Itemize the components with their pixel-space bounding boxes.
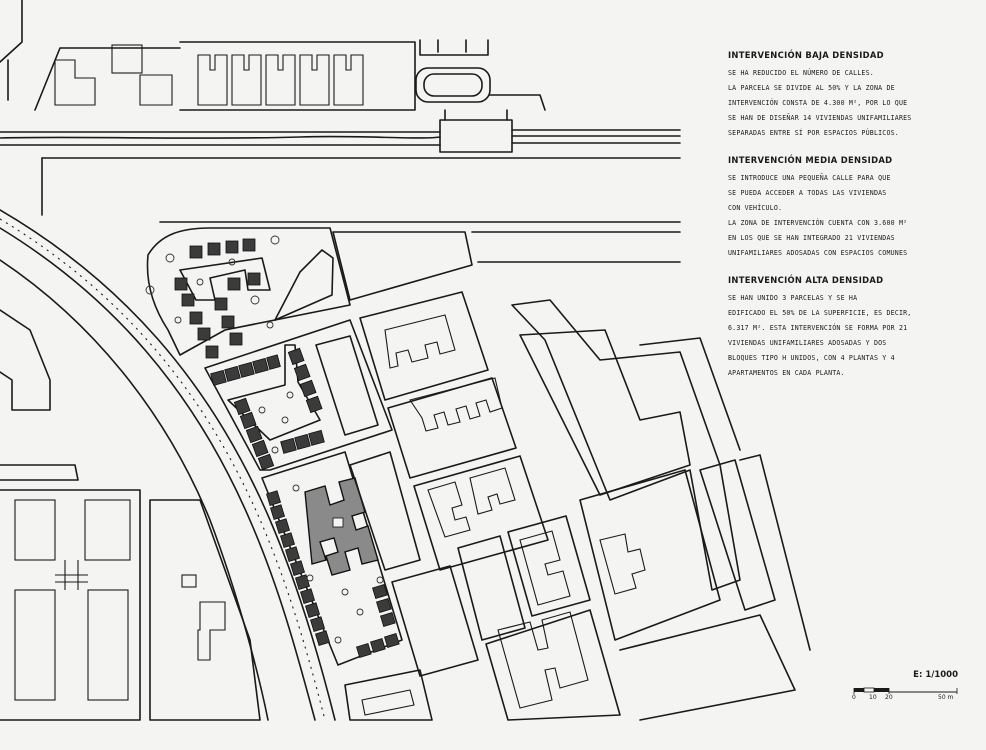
medium-density-site [204, 319, 393, 471]
note-high-density: INTERVENCIÓN ALTA DENSIDAD SE HAN UNIDO … [728, 275, 964, 381]
note-medium-density: INTERVENCIÓN MEDIA DENSIDAD SE INTRODUCE… [728, 155, 964, 261]
railway [0, 209, 336, 721]
note-line: VIVIENDAS UNIFAMILIARES ADOSADAS Y DOS [728, 339, 887, 347]
note-line: BLOQUES TIPO H UNIDOS, CON 4 PLANTAS Y 4 [728, 354, 895, 362]
road-network [0, 0, 681, 223]
note-line: EDIFICADO EL 50% DE LA SUPERFICIE, ES DE… [728, 309, 912, 317]
note-line: EN LOS QUE SE HAN INTEGRADO 21 VIVIENDAS [728, 234, 895, 242]
scale-label: E: 1/1000 [913, 670, 958, 680]
note-title: INTERVENCIÓN ALTA DENSIDAD [728, 275, 884, 285]
high-density-site [261, 451, 403, 666]
note-line: SE HA REDUCIDO EL NÚMERO DE CALLES. [728, 69, 874, 77]
note-title: INTERVENCIÓN BAJA DENSIDAD [728, 50, 884, 60]
note-line: INTERVENCIÓN CONSTA DE 4.300 m², POR LO … [728, 99, 908, 107]
scale-tick: 10 [869, 694, 877, 701]
scale-bar [853, 687, 958, 694]
design-notes-panel: INTERVENCIÓN BAJA DENSIDAD SE HA REDUCID… [728, 50, 964, 395]
note-line: LA ZONA DE INTERVENCIÓN CUENTA CON 3.600… [728, 219, 908, 227]
note-line: LA PARCELA SE DIVIDE AL 50% Y LA ZONA DE [728, 84, 895, 92]
note-title: INTERVENCIÓN MEDIA DENSIDAD [728, 155, 893, 165]
note-line: CON VEHÍCULO. [728, 204, 783, 212]
note-line: APARTAMENTOS EN CADA PLANTA. [728, 369, 845, 377]
note-low-density: INTERVENCIÓN BAJA DENSIDAD SE HA REDUCID… [728, 50, 964, 141]
city-blocks [332, 231, 811, 721]
note-line: SE HAN DE DISEÑAR 14 VIVIENDAS UNIFAMILI… [728, 114, 912, 122]
note-line: 6.317 m². ESTA INTERVENCIÓN SE FORMA POR… [728, 324, 908, 332]
canal [0, 109, 681, 153]
note-line: SEPARADAS ENTRE SÍ POR ESPACIOS PÚBLICOS… [728, 129, 899, 137]
scale-bar-legend: E: 1/1000 0 10 20 50 m [852, 670, 964, 710]
note-line: UNIFAMILIARES ADOSADAS CON ESPACIOS COMU… [728, 249, 908, 257]
note-line: SE INTRODUCE UNA PEQUEÑA CALLE PARA QUE [728, 174, 891, 182]
note-line: SE HAN UNIDO 3 PARCELAS Y SE HA [728, 294, 858, 302]
note-line: SE PUEDA ACCEDER A TODAS LAS VIVIENDAS [728, 189, 887, 197]
scale-tick: 0 [852, 694, 856, 701]
scale-tick: 20 [885, 694, 893, 701]
low-density-site [145, 227, 351, 359]
left-blocks [0, 309, 261, 721]
top-housing-block [34, 39, 546, 111]
scale-tick: 50 m [938, 694, 954, 701]
